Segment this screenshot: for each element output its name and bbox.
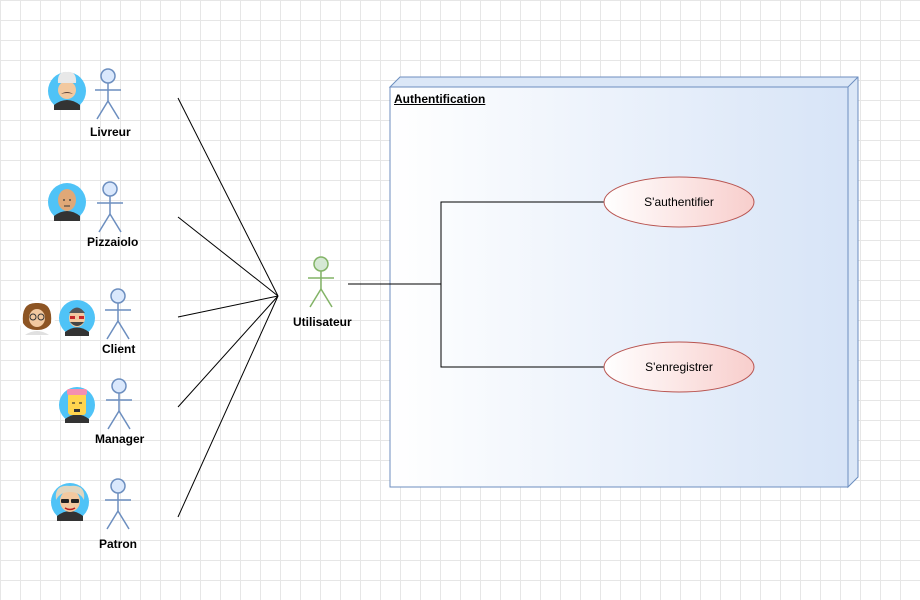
actor-utilisateur[interactable]	[308, 256, 334, 308]
usecase-register[interactable]	[603, 341, 755, 393]
line-authenticate	[348, 201, 604, 285]
usecase-label-authenticate: S'authentifier	[644, 195, 714, 209]
generalization-lines	[177, 97, 279, 518]
actor-label-client: Client	[102, 342, 136, 356]
actor-label-patron: Patron	[99, 537, 138, 551]
actor-livreur[interactable]	[95, 68, 121, 120]
actor-client[interactable]	[105, 288, 131, 340]
package-title: Authentification	[394, 92, 486, 106]
usecase-label-register: S'enregistrer	[645, 360, 713, 374]
avatar-client-man-icon	[59, 300, 95, 336]
actor-pizzaiolo[interactable]	[97, 181, 123, 233]
line-register	[440, 284, 604, 368]
actor-label-utilisateur: Utilisateur	[293, 315, 352, 329]
avatar-pizzaiolo-icon	[48, 183, 86, 221]
line-manager	[177, 295, 279, 408]
actor-label-livreur: Livreur	[90, 125, 131, 139]
association-lines	[348, 201, 604, 368]
package-authentification[interactable]	[388, 76, 859, 489]
line-livreur	[177, 97, 279, 297]
actor-label-pizzaiolo: Pizzaiolo	[87, 235, 139, 249]
line-pizzaiolo	[177, 216, 279, 297]
actor-manager[interactable]	[106, 378, 132, 430]
avatar-patron-icon	[51, 483, 89, 521]
avatar-manager-icon	[59, 387, 95, 423]
line-patron	[177, 295, 279, 518]
avatar-client-woman-icon	[19, 300, 55, 336]
usecase-authenticate[interactable]	[603, 176, 755, 228]
actor-label-manager: Manager	[95, 432, 145, 446]
line-client	[177, 295, 279, 318]
avatar-livreur-icon	[48, 71, 86, 110]
actor-patron[interactable]	[105, 478, 131, 530]
